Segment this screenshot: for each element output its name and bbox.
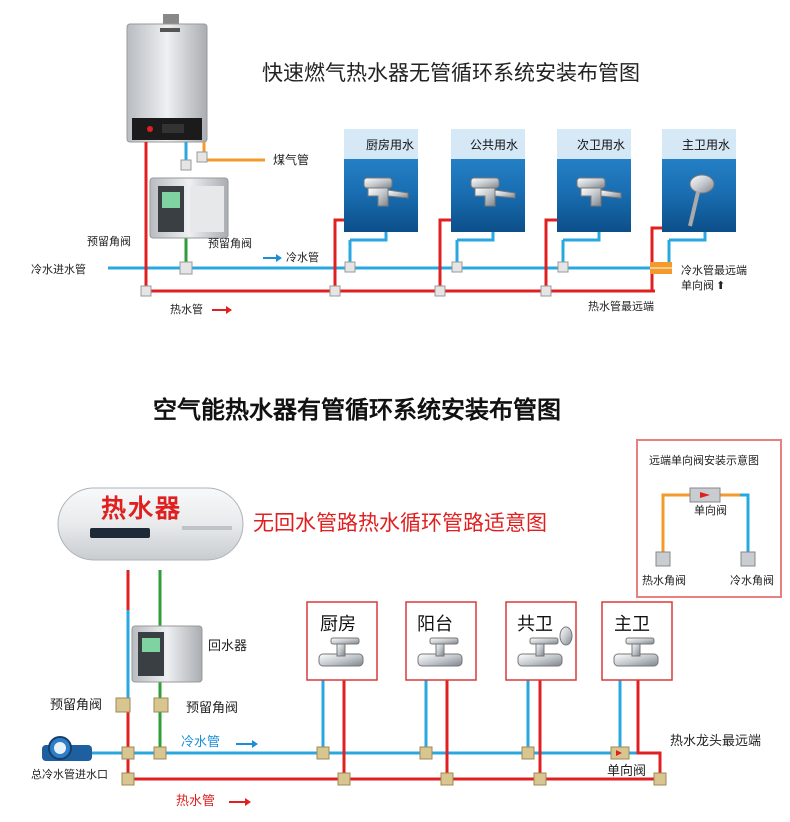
faucet-handle-1-0 <box>363 177 393 189</box>
water-heater-tank <box>57 487 244 561</box>
circulation-pump-1 <box>149 177 229 239</box>
hot-far-end-label: 热水管最远端 <box>588 300 654 313</box>
faucet-spout-1-0 <box>387 189 409 199</box>
check-valve-label-1: 单向阀⬆ <box>681 280 725 291</box>
faucet-handle-1-2 <box>576 177 606 189</box>
hot-pipe-label-2: 热水管 <box>176 794 216 809</box>
fitting-8 <box>533 772 547 786</box>
fitting-6 <box>337 772 351 786</box>
pipe-fittings-2 <box>121 746 667 786</box>
check-valve-2 <box>610 746 630 760</box>
room1-header-0 <box>344 129 418 159</box>
fitting-7 <box>440 772 454 786</box>
room-panels-1 <box>344 129 736 232</box>
inset-check-valve-label: 单向阀 <box>694 504 727 517</box>
diagram1-title: 快速燃气热水器无管循环系统安装布管图 <box>262 61 640 85</box>
room2-label-1: 阳台 <box>417 614 453 635</box>
reserved-valve-label-1a: 预留角阀 <box>87 235 131 248</box>
shower-handle <box>688 191 700 227</box>
shower-head-icon-2 <box>559 626 573 646</box>
gas-pipe-label: 煤气管 <box>273 153 310 167</box>
room1-header-3 <box>662 129 736 159</box>
mixer-lever-icon-3 <box>625 637 655 645</box>
inset-cold-valve-label: 冷水角阀 <box>730 574 774 587</box>
faucet-spout-1-2 <box>600 189 622 199</box>
up-arrow-icon: ⬆ <box>716 279 726 292</box>
cold-far-end-label: 冷水管最远端 <box>681 264 747 277</box>
fitting-0 <box>121 746 135 760</box>
fitting-9 <box>653 772 667 786</box>
room1-label-0: 厨房用水 <box>366 138 415 152</box>
hot-pipe-label-1: 热水管 <box>170 303 203 316</box>
room-panels-2 <box>306 601 673 681</box>
inset-hot-valve-label: 热水角阀 <box>642 574 686 587</box>
fitting-4 <box>521 746 535 760</box>
hot-far-end-label-2: 热水龙头最远端 <box>670 734 762 749</box>
flow-arrows-2 <box>229 740 258 806</box>
room2-label-0: 厨房 <box>320 614 356 635</box>
heater-label: 热水器 <box>101 494 183 523</box>
mixer-lever-icon-1 <box>429 637 459 645</box>
room1-label-3: 主卫用水 <box>682 138 731 152</box>
flow-arrows-1 <box>212 254 282 314</box>
reserved-valve-label-2a: 预留角阀 <box>50 698 103 713</box>
room1-label-1: 公共用水 <box>470 138 519 152</box>
room1-label-2: 次卫用水 <box>577 138 626 152</box>
diagram2-subtitle: 无回水管路热水循环管路适意图 <box>253 511 547 535</box>
mixer-lever-icon-0 <box>330 637 360 645</box>
main-inlet-label: 总冷水管进水口 <box>31 768 108 781</box>
cold-pipe-label-1: 冷水管 <box>286 251 319 264</box>
cold-pipe-label-2: 冷水管 <box>181 735 221 750</box>
faucet-spout-1-1 <box>494 189 516 199</box>
inset-title: 远端单向阀安装示意图 <box>649 454 759 467</box>
gas-pipe <box>202 142 265 162</box>
mixer-lever-icon-2 <box>529 637 559 645</box>
faucet-handle-1-1 <box>470 177 500 189</box>
fitting-3 <box>419 746 433 760</box>
room1-header-2 <box>557 129 631 159</box>
room2-label-3: 主卫 <box>614 614 650 635</box>
pipe-fittings-1 <box>140 151 569 297</box>
reserved-valve-label-2b: 预留角阀 <box>186 701 239 716</box>
check-valve-label-1-text: 单向阀 <box>681 279 714 292</box>
fitting-1 <box>153 746 167 760</box>
room2-label-2: 共卫 <box>517 614 553 635</box>
diagram2-title: 空气能热水器有管循环系统安装布管图 <box>153 396 561 424</box>
fitting-2 <box>316 746 330 760</box>
gas-water-heater <box>126 14 208 143</box>
shower-head-icon <box>689 174 715 194</box>
inset-box <box>636 439 782 598</box>
circulation-pump-2 <box>131 625 203 683</box>
water-meter <box>42 736 92 761</box>
return-unit-label: 回水器 <box>208 639 248 654</box>
angle-valves-2 <box>115 697 169 713</box>
room1-header-1 <box>451 129 525 159</box>
cold-inlet-label: 冷水进水管 <box>31 263 86 276</box>
reserved-valve-label-1b: 预留角阀 <box>208 237 252 250</box>
fitting-5 <box>121 772 135 786</box>
check-valve-label-2: 单向阀 <box>607 764 647 779</box>
